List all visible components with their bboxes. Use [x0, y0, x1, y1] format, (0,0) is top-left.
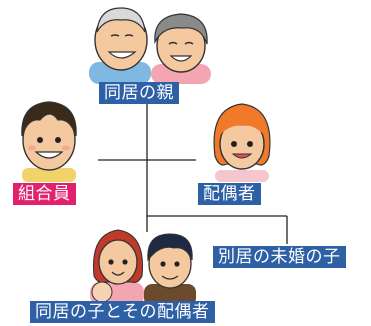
unmarried-child-label: 別居の未婚の子 — [213, 246, 346, 268]
member-boy-icon — [21, 101, 77, 182]
parents-label: 同居の親 — [99, 82, 179, 104]
cohabiting-child-couple-label: 同居の子とその配偶者 — [30, 301, 215, 323]
young-couple-icon — [90, 229, 196, 306]
spouse-woman-icon — [213, 103, 271, 182]
spouse-label: 配偶者 — [198, 183, 261, 205]
member-label: 組合員 — [13, 183, 76, 205]
elderly-couple-icon — [89, 7, 211, 84]
